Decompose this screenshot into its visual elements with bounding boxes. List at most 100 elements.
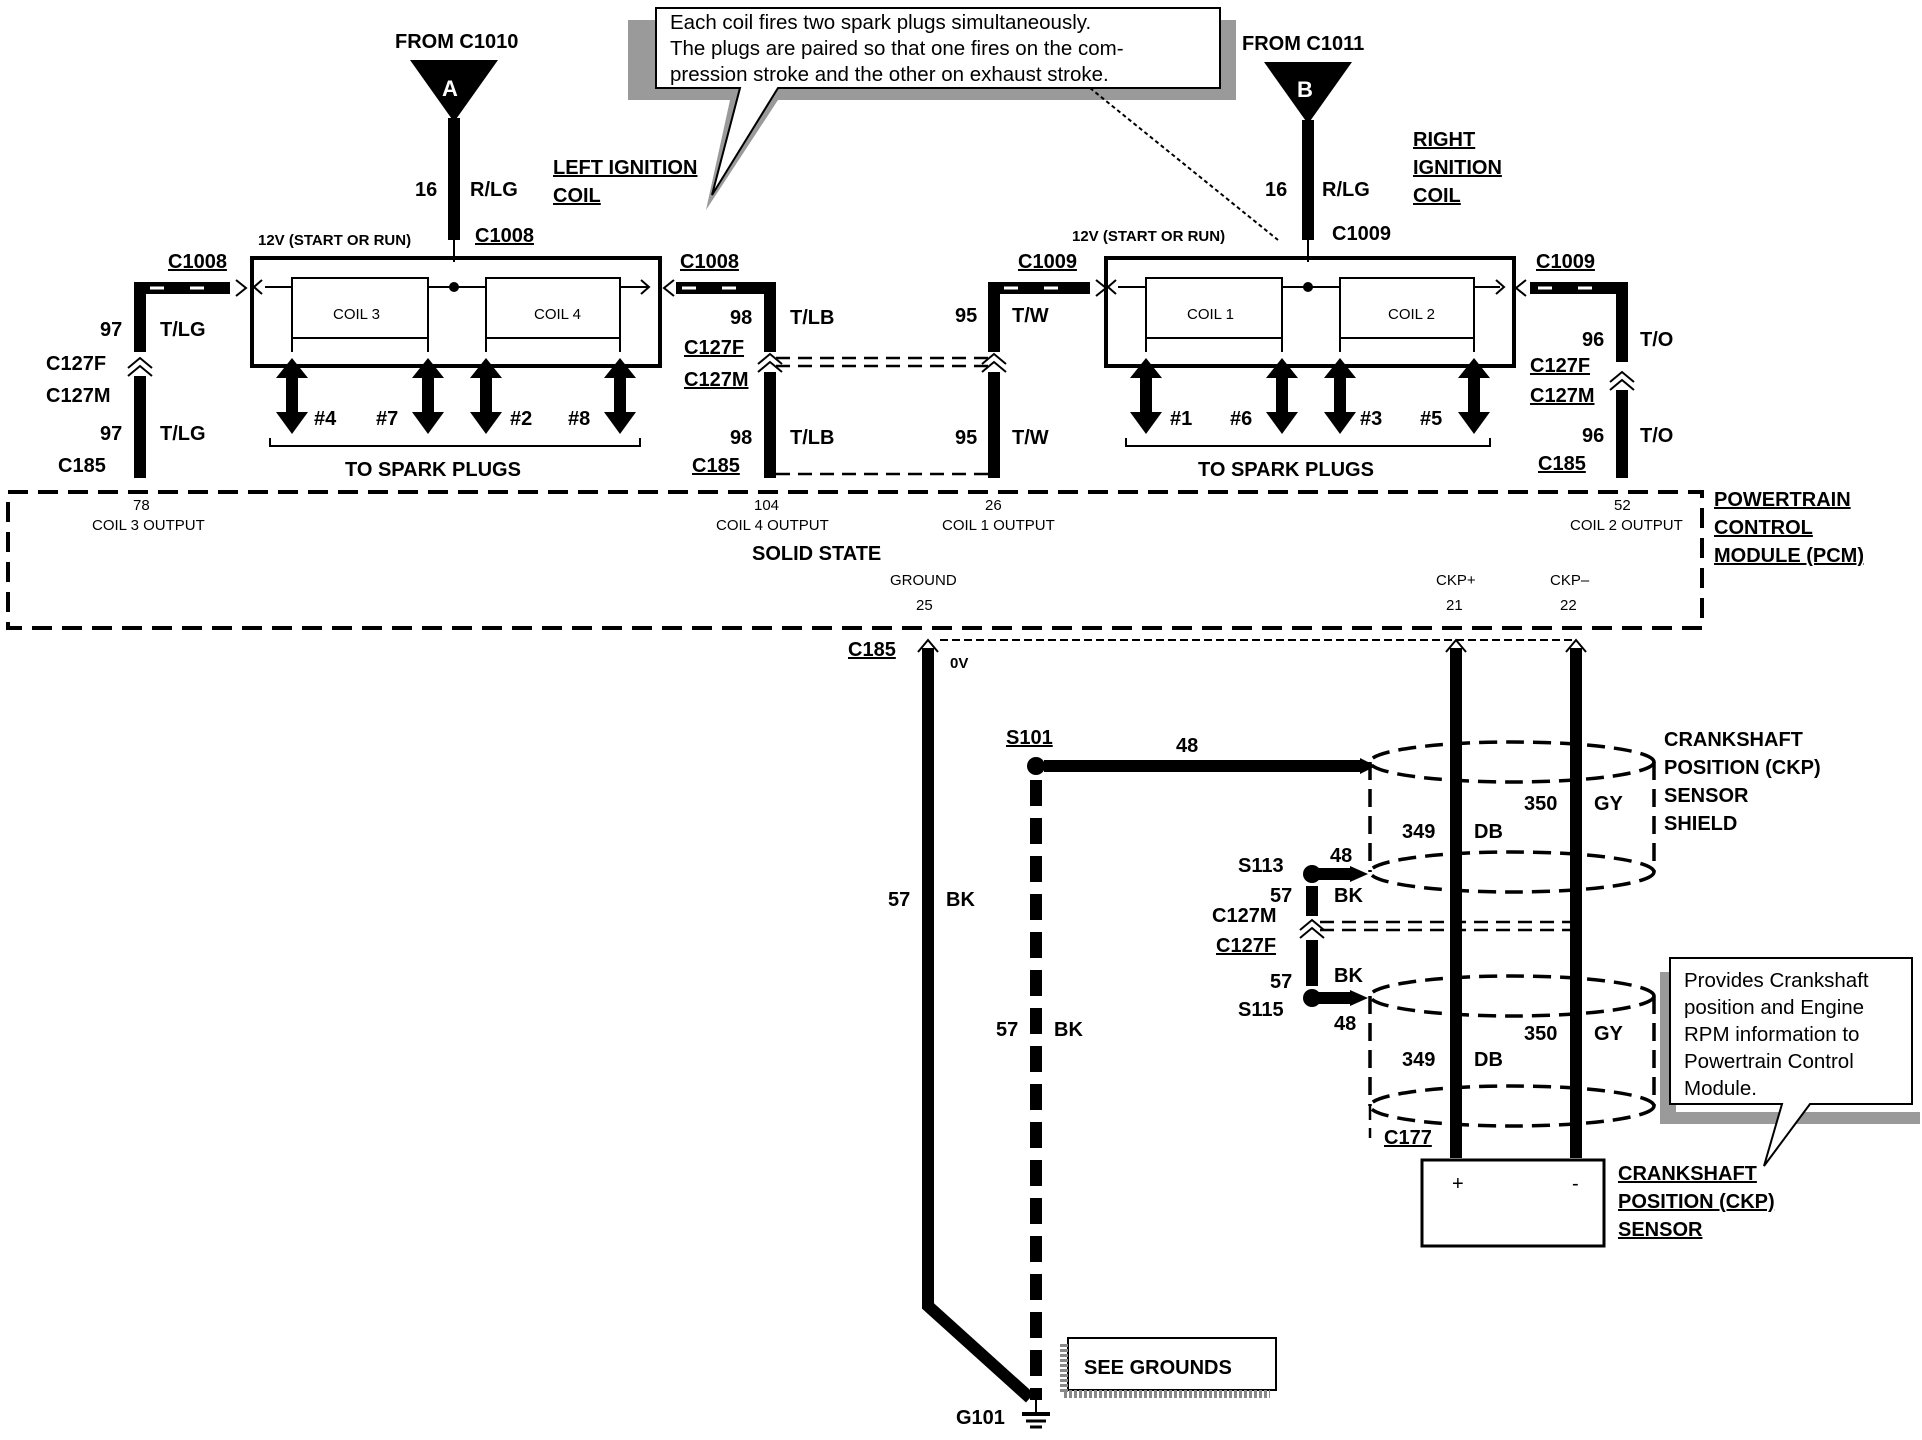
ckp-note-line-3: RPM information to: [1684, 1023, 1859, 1046]
s113-wire-57: 57: [1270, 885, 1292, 907]
shield-drain: S101 48 57 BK: [996, 727, 1376, 1400]
wire-97-c127f: C127F: [46, 353, 106, 375]
conn-c1008-right: C1008: [680, 251, 739, 273]
wire-95: C1009 95 T/W 95 T/W: [955, 251, 1108, 478]
ground-0v: 0V: [950, 655, 968, 672]
right-plug-2: #6: [1230, 408, 1252, 430]
wire-349-circuit-top: 349: [1402, 821, 1435, 843]
ckp-sensor: + - CRANKSHAFT POSITION (CKP) SENSOR: [1420, 1158, 1775, 1248]
pcm-ckp-minus: CKP–: [1550, 572, 1590, 589]
s113-label: S113: [1238, 855, 1284, 877]
left-plug-1: #4: [314, 408, 337, 430]
feed-a: FROM C1010 A 16 R/LG C1008: [395, 31, 534, 247]
wire-97-color-bottom: T/LG: [160, 423, 206, 445]
pcm-title-3: MODULE (PCM): [1714, 545, 1864, 567]
feed-b: FROM C1011 B 16 R/LG C1009: [1242, 33, 1391, 245]
wire-97-c185: C185: [58, 455, 106, 477]
splice-c127f: C127F: [1216, 935, 1276, 957]
feed-b-circuit: 16: [1265, 179, 1287, 201]
ckp-sensor-minus: -: [1572, 1173, 1579, 1195]
wire-97-c127m: C127M: [46, 385, 110, 407]
coil-note-line-3: pression stroke and the other on exhaust…: [670, 63, 1109, 86]
wire-48-top: 48: [1176, 735, 1198, 757]
left-plug-arrows: [276, 358, 636, 434]
pcm-pin-78-label: COIL 3 OUTPUT: [92, 517, 205, 534]
pcm-pin-104-label: COIL 4 OUTPUT: [716, 517, 829, 534]
wire-96: C1009 96 T/O C127F C127M 96 T/O C185: [1514, 251, 1673, 478]
pcm-ckp-plus: CKP+: [1436, 572, 1476, 589]
ckp-sensor-title-2: POSITION (CKP): [1618, 1191, 1775, 1213]
pcm-title-2: CONTROL: [1714, 517, 1813, 539]
feed-b-color: R/LG: [1322, 179, 1370, 201]
pcm-pin-26-label: COIL 1 OUTPUT: [942, 517, 1055, 534]
right-coil-title-3: COIL: [1413, 185, 1461, 207]
feed-b-connector: C1009: [1332, 223, 1391, 245]
conn-c1008-left: C1008: [168, 251, 227, 273]
feed-a-triangle: [410, 60, 498, 122]
wire-95-color-top: T/W: [1012, 305, 1049, 327]
left-ignition-coil: LEFT IGNITION COIL 12V (START OR RUN) CO…: [250, 157, 697, 481]
pcm-box: 78 COIL 3 OUTPUT 104 COIL 4 OUTPUT 26 CO…: [6, 489, 1864, 630]
pcm-ground-label: GROUND: [890, 572, 957, 589]
shield-title-2: POSITION (CKP): [1664, 757, 1821, 779]
coil-note-callout: Each coil fires two spark plugs simultan…: [628, 7, 1279, 241]
wire-350-color-top: GY: [1594, 793, 1624, 815]
feed-a-circuit: 16: [415, 179, 437, 201]
wire-96-circuit-bottom: 96: [1582, 425, 1604, 447]
drain-circuit: 57: [996, 1019, 1018, 1041]
coil-3-label: COIL 3: [333, 306, 380, 323]
splice-s113-s115: S113 48 57 BK C127M C127F 57 BK S115 48: [1212, 845, 1368, 1035]
shield-title-3: SENSOR: [1664, 785, 1749, 807]
feed-a-color: R/LG: [470, 179, 518, 201]
ground-c185: C185: [848, 639, 896, 661]
ckp-sensor-title-3: SENSOR: [1618, 1219, 1703, 1241]
coil-2-label: COIL 2: [1388, 306, 1435, 323]
coil-1-label: COIL 1: [1187, 306, 1234, 323]
wire-97-color-top: T/LG: [160, 319, 206, 341]
ckp-sensor-title-1: CRANKSHAFT: [1618, 1163, 1757, 1185]
ground-wire-circuit: 57: [888, 889, 910, 911]
conn-c1009-left: C1009: [1018, 251, 1077, 273]
pcm-ground-pin: 25: [916, 597, 933, 614]
s101-label: S101: [1006, 727, 1053, 749]
wire-98-color-bottom: T/LB: [790, 427, 834, 449]
s115-wire-color: BK: [1334, 965, 1363, 987]
wire-96-c127m: C127M: [1530, 385, 1594, 407]
ckp-note-line-1: Provides Crankshaft: [1684, 969, 1869, 992]
wire-96-c185: C185: [1538, 453, 1586, 475]
coil-note-line-2: The plugs are paired so that one fires o…: [670, 37, 1124, 60]
pcm-pin-78: 78: [133, 497, 150, 514]
wire-96-color-bottom: T/O: [1640, 425, 1673, 447]
right-plug-3: #3: [1360, 408, 1382, 430]
ckp-note-line-4: Powertrain Control: [1684, 1050, 1854, 1073]
right-plug-arrows: [1130, 358, 1490, 434]
wire-349-circuit-bottom: 349: [1402, 1049, 1435, 1071]
ckp-note-line-5: Module.: [1684, 1077, 1757, 1100]
right-ignition-coil: RIGHT IGNITION COIL 12V (START OR RUN) C…: [1072, 129, 1516, 481]
wire-98-color-top: T/LB: [790, 307, 834, 329]
wire-98-c127f: C127F: [684, 337, 744, 359]
s115-label: S115: [1238, 999, 1284, 1021]
feed-a-connector: C1008: [475, 225, 534, 247]
pcm-ckp-plus-pin: 21: [1446, 597, 1463, 614]
ground-wire-57: C185 0V 57 BK: [848, 638, 1035, 1403]
ckp-sensor-plus: +: [1452, 1173, 1464, 1195]
wire-349-color-bottom: DB: [1474, 1049, 1503, 1071]
see-grounds-box: SEE GROUNDS: [1060, 1337, 1277, 1398]
left-plug-2: #7: [376, 408, 398, 430]
right-coil-title-2: IGNITION: [1413, 157, 1502, 179]
wire-98-circuit-bottom: 98: [730, 427, 752, 449]
left-coil-supply: 12V (START OR RUN): [258, 232, 411, 249]
c177-label: C177: [1384, 1127, 1432, 1149]
wire-97-circuit-top: 97: [100, 319, 122, 341]
s115-wire-48: 48: [1334, 1013, 1356, 1035]
s113-wire-48: 48: [1330, 845, 1352, 867]
wire-96-circuit-top: 96: [1582, 329, 1604, 351]
coil-note-line-1: Each coil fires two spark plugs simultan…: [670, 11, 1091, 34]
wire-95-circuit-top: 95: [955, 305, 977, 327]
s115-wire-57: 57: [1270, 971, 1292, 993]
coil-4-label: COIL 4: [534, 306, 581, 323]
wire-96-color-top: T/O: [1640, 329, 1673, 351]
left-coil-title-1: LEFT IGNITION: [553, 157, 697, 179]
